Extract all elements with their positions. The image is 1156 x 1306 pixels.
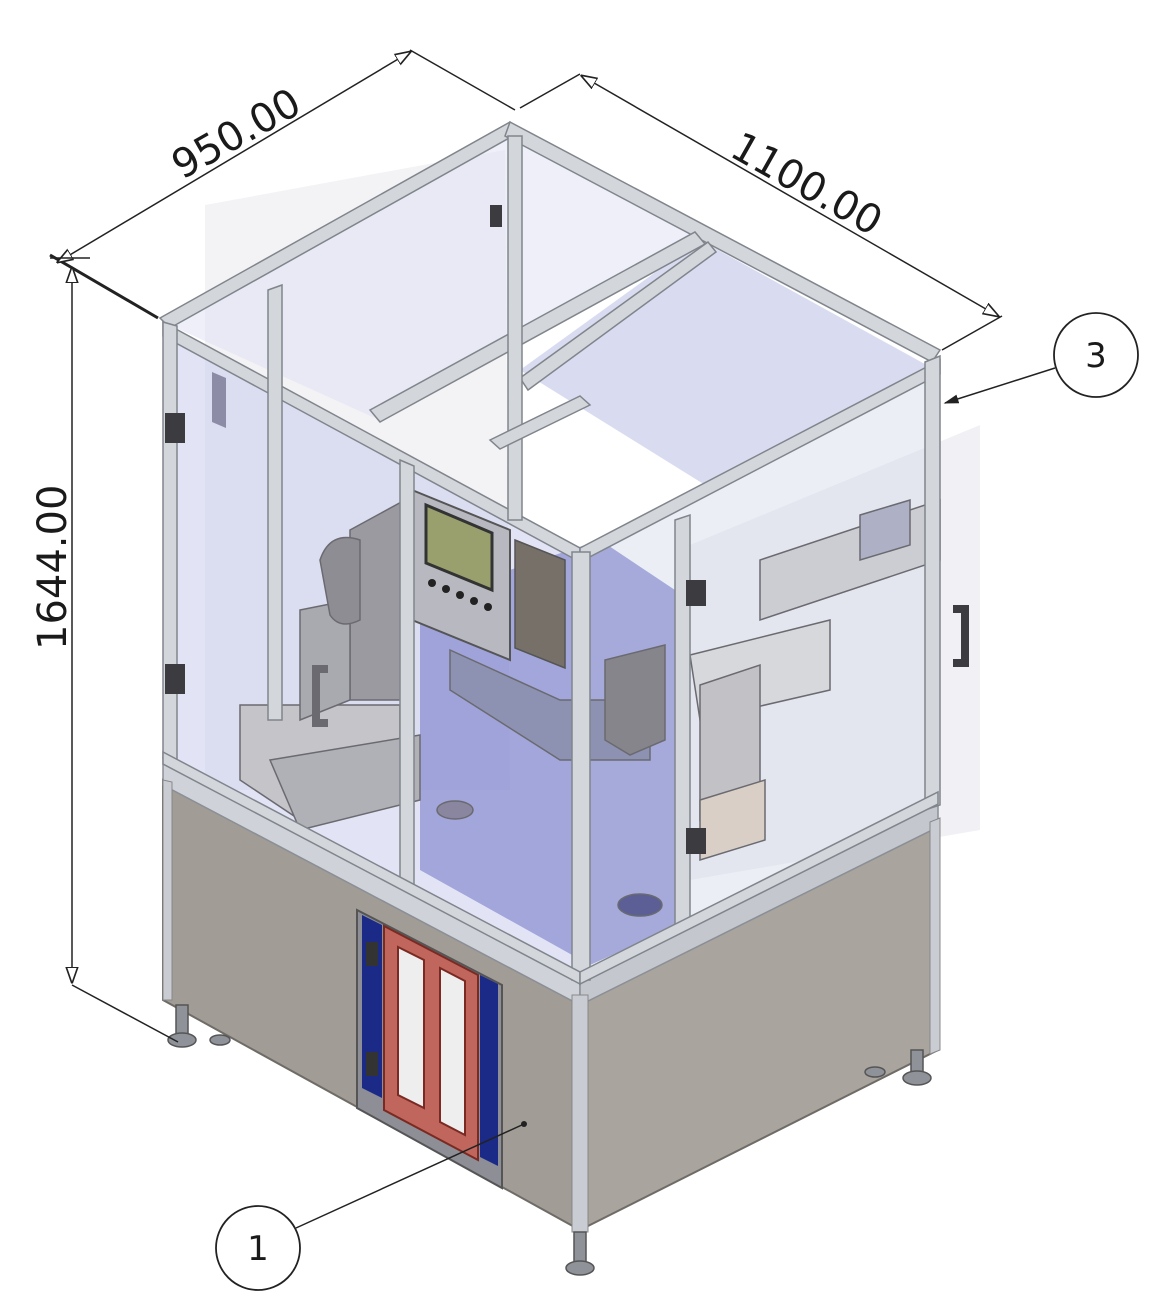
handle-icon [212,372,226,428]
handle-icon [953,605,969,667]
door-red-inner-a [397,945,425,1110]
hinge-icon [165,664,185,694]
leveling-feet [167,1004,932,1276]
hinge-icon [686,828,706,854]
cabinet-corner-post [571,994,589,1233]
cabinet-right-post [929,817,941,1055]
hinge-icon [366,942,378,966]
hinge-icon [366,1052,378,1076]
hinge-icon [686,580,706,606]
balloon-callout-3: 3 [943,312,1139,404]
depth-dimension-label: 1100.00 [723,124,890,245]
balloon-callout-1: 1 [215,1121,527,1291]
balloon-number: 1 [247,1229,269,1269]
hmi-screen [424,502,494,593]
width-dimension-label: 950.00 [164,80,308,189]
balloon-number: 3 [1085,336,1107,376]
hinge-icon [490,205,502,227]
interior-mechanism [239,498,941,917]
cabinet-left-post [162,779,173,1001]
control-panel [411,488,566,670]
glass-roof-left [163,128,700,418]
height-dimension-label: 1644.00 [30,485,76,650]
door-red-inner-b [439,966,466,1137]
machine-model [158,120,980,1276]
dimension-height: 1644.00 [30,257,179,1043]
door-blue-right [480,975,498,1166]
handle-icon [312,665,328,727]
hinge-icon [165,413,185,443]
hardware [165,205,969,854]
